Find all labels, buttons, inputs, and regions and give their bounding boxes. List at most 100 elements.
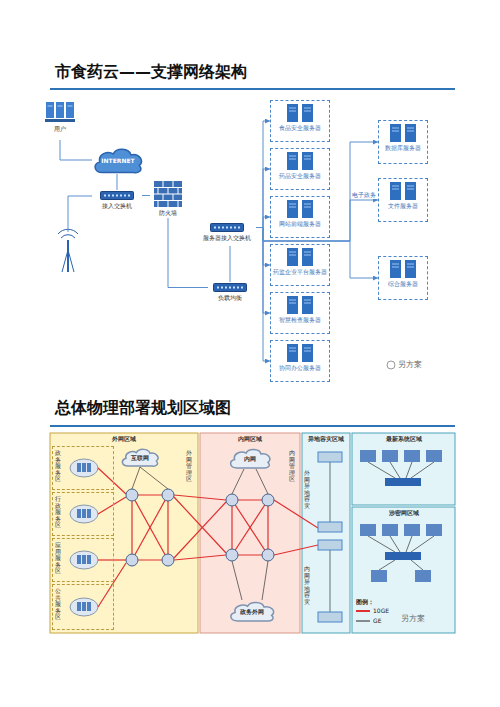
node-label: 异地容灾区域 bbox=[303, 434, 349, 442]
connector bbox=[256, 169, 270, 228]
service-zone: 行政服务区 bbox=[52, 492, 114, 536]
connector bbox=[256, 217, 270, 228]
connector bbox=[256, 200, 378, 241]
node-label: 最新系统区域 bbox=[353, 434, 454, 442]
node-label: 负载均衡 bbox=[208, 294, 252, 301]
node-label: 网站前端服务器 bbox=[273, 220, 327, 227]
node-label: 内网区域 bbox=[201, 434, 299, 442]
device-icon bbox=[198, 223, 256, 232]
area-label: 外网管理区 bbox=[186, 450, 192, 483]
node-label: 公共服务区 bbox=[55, 588, 61, 621]
region-fill bbox=[50, 433, 455, 633]
device-symbol bbox=[318, 450, 442, 622]
switch-device: 服务器接入交换机 bbox=[198, 222, 256, 246]
connector bbox=[230, 246, 231, 282]
node-label: 政务服务区 bbox=[55, 450, 61, 483]
server-group: 药监企业平台服务器 bbox=[270, 244, 330, 286]
legend-text: 10GE bbox=[373, 607, 389, 614]
device-icon bbox=[208, 283, 252, 292]
server-group: 文件服务器 bbox=[378, 178, 428, 222]
legend-sample bbox=[356, 611, 370, 621]
device-icon bbox=[40, 101, 80, 123]
service-zone: 公共服务区 bbox=[52, 584, 114, 630]
edge-label: 电子政务 bbox=[351, 192, 377, 199]
node-label: 应用服务区 bbox=[55, 542, 61, 575]
device-icon bbox=[273, 344, 327, 362]
wire bbox=[68, 196, 92, 232]
node-label: 文件服务器 bbox=[381, 202, 425, 209]
network-cloud: 内网 bbox=[228, 447, 272, 469]
device-icon bbox=[273, 248, 327, 266]
network-region: 内网区域内网政务外网 bbox=[200, 433, 300, 633]
switch-device: 接入交换机 bbox=[92, 190, 142, 212]
device-icon bbox=[273, 152, 327, 170]
server-group: 食品安全服务器 bbox=[270, 100, 330, 142]
server-group: 综合服务器 bbox=[378, 256, 428, 300]
node-label: 数据库服务器 bbox=[381, 144, 425, 151]
watermark: 另方案 bbox=[400, 614, 426, 624]
server-group: 药品安全服务器 bbox=[270, 148, 330, 190]
legend-text: GE bbox=[373, 617, 381, 624]
node-label: 接入交换机 bbox=[92, 202, 142, 209]
connector bbox=[256, 228, 270, 362]
area-label: 内网异地容灾 bbox=[304, 566, 310, 606]
node-label: 药品安全服务器 bbox=[273, 172, 327, 179]
area-label: 内网管理区 bbox=[289, 450, 295, 483]
legend-title: 图例： bbox=[356, 598, 374, 605]
server-group: 数据库服务器 bbox=[378, 120, 428, 164]
network-region: 最新系统区域 bbox=[352, 433, 455, 505]
network-cloud: 互联网 bbox=[120, 447, 160, 467]
watermark: 另方案 bbox=[398, 360, 422, 370]
node-label: 药监企业平台服务器 bbox=[273, 268, 327, 275]
user-terminal: 用户 bbox=[40, 100, 80, 140]
firewall-device: 防火墙 bbox=[150, 180, 186, 218]
link-10ge bbox=[98, 468, 318, 607]
node-label: 智慧检查服务器 bbox=[273, 316, 327, 323]
connector bbox=[256, 142, 378, 241]
device-icon bbox=[273, 200, 327, 218]
device-icon bbox=[150, 181, 186, 207]
connector bbox=[256, 228, 378, 279]
node-label: 综合服务器 bbox=[381, 280, 425, 287]
server-group: 智慧检查服务器 bbox=[270, 292, 330, 334]
network-region: 外网区域政务服务区行政服务区应用服务区公共服务区 互联网 bbox=[50, 433, 198, 633]
router-symbol bbox=[126, 489, 274, 566]
service-zone: 应用服务区 bbox=[52, 538, 114, 582]
connector bbox=[60, 140, 92, 160]
server-group: 网站前端服务器 bbox=[270, 196, 330, 238]
connector bbox=[117, 174, 118, 190]
device-icon bbox=[273, 296, 327, 314]
node-label: 行政服务区 bbox=[55, 496, 61, 529]
node-label: INTERNET bbox=[101, 158, 134, 165]
device-icon bbox=[92, 191, 142, 200]
device-icon bbox=[381, 182, 425, 200]
switch-device: 负载均衡 bbox=[208, 282, 252, 306]
node-label: 涉密网区域 bbox=[353, 508, 454, 516]
node-label: 协同办公服务器 bbox=[273, 364, 327, 371]
server-group: 协同办公服务器 bbox=[270, 340, 330, 382]
node-label: 外网区域 bbox=[51, 434, 197, 442]
device-icon bbox=[273, 104, 327, 122]
area-label: 外网异地容灾 bbox=[304, 470, 310, 510]
device-icon bbox=[381, 124, 425, 142]
node-label: 内网 bbox=[244, 456, 256, 463]
section-title: 总体物理部署规划区域图 bbox=[55, 398, 231, 417]
title-rule bbox=[50, 88, 455, 90]
connector bbox=[256, 121, 270, 228]
title-rule bbox=[50, 425, 455, 427]
connector bbox=[142, 195, 150, 196]
page-title: 市食药云——支撑网络架构 bbox=[55, 62, 247, 83]
node-label: 政务外网 bbox=[240, 609, 264, 616]
link-ge bbox=[132, 462, 434, 612]
connector bbox=[168, 218, 208, 288]
antenna-symbol bbox=[58, 229, 78, 272]
node-label: 互联网 bbox=[131, 455, 149, 462]
node-label: 服务器接入交换机 bbox=[198, 234, 256, 241]
network-cloud: INTERNET bbox=[92, 146, 144, 174]
device-icon bbox=[381, 260, 425, 278]
network-cloud: 政务外网 bbox=[228, 600, 276, 622]
node-label: 用户 bbox=[40, 125, 80, 132]
